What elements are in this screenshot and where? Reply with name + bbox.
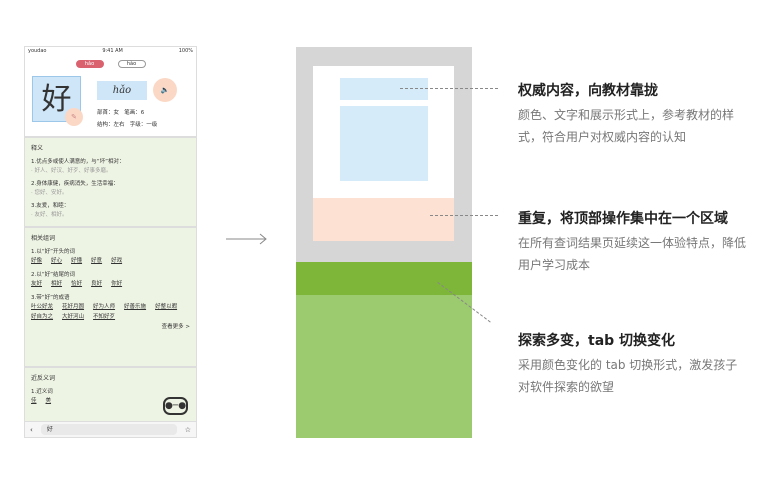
definition-item: 2.身体康健，疾病消失，生活幸福： <box>31 181 119 187</box>
wireframe-tab-content <box>296 295 472 438</box>
callout-line <box>430 215 498 216</box>
group-label: 2.以“好”结尾的词 <box>31 272 75 278</box>
back-icon[interactable]: ‹ <box>30 425 33 434</box>
switch-toggle-icon[interactable]: ●─● <box>163 397 188 415</box>
word-link[interactable]: 好意 <box>91 258 103 264</box>
word-link[interactable]: 友好 <box>31 281 43 287</box>
note-title: 重复，将顶部操作集中在一个区域 <box>518 211 728 227</box>
status-bar: youdao 9:41 AM 100% <box>25 47 196 56</box>
star-icon[interactable]: ☆ <box>184 425 191 434</box>
level: 字级：一级 <box>129 122 158 128</box>
wireframe-pinyin-block <box>340 78 428 100</box>
carrier: youdao <box>28 48 47 54</box>
strokes: 笔画：6 <box>124 110 145 116</box>
note-desc: 颜色、文字和展示形式上，参考教材的样式，符合用户对权威内容的认知 <box>518 108 735 144</box>
note-title: 探索多变，tab 切换变化 <box>518 333 676 349</box>
word-link[interactable]: 佳 <box>31 398 37 404</box>
definition-example: · 好人、好汉、好歹、好事多磨。 <box>31 168 112 174</box>
pinyin-tab-hao3[interactable]: hǎo <box>75 60 104 68</box>
note-desc: 在所有查词结果页延续这一体验特点，降低用户学习成本 <box>518 236 747 272</box>
word-link[interactable]: 相好 <box>51 281 63 287</box>
see-more-link[interactable]: 查看更多 > <box>161 324 190 330</box>
note-title: 权威内容，向教材靠拢 <box>518 83 658 99</box>
idiom-link[interactable]: 好为人师 <box>93 304 116 310</box>
word-link[interactable]: 好心 <box>51 258 63 264</box>
synonyms-section: 近反义词 1.近义词 佳 美 <box>25 366 196 426</box>
search-input[interactable]: 好 <box>40 424 177 435</box>
arrow-icon <box>226 233 267 245</box>
radical: 部首：女 <box>97 110 120 116</box>
idiom-link[interactable]: 不知好歹 <box>93 314 116 320</box>
definition-item: 1.优点多或使人满意的，与“坏”相对： <box>31 159 125 165</box>
word-link[interactable]: 美 <box>45 398 52 404</box>
definition-item: 3.友爱，和睦： <box>31 203 70 209</box>
idiom-link[interactable]: 叶公好龙 <box>31 304 54 310</box>
word-link[interactable]: 恰好 <box>71 281 83 287</box>
group-label: 1.以“好”开头的词 <box>31 249 75 255</box>
definition-example: · 您好、安好。 <box>31 190 68 196</box>
structure: 结构：左右 <box>97 122 125 128</box>
callout-line <box>400 88 498 89</box>
handwriting-pen-icon[interactable]: ✎ <box>65 108 83 126</box>
pinyin-tab-hao4[interactable]: hào <box>117 60 146 68</box>
idiom-link[interactable]: 好善乐施 <box>124 304 147 310</box>
note-desc: 采用颜色变化的 tab 切换形式，激发孩子对软件探索的欲望 <box>518 358 738 394</box>
word-link[interactable]: 好像 <box>31 258 43 264</box>
word-link[interactable]: 你好 <box>111 281 123 287</box>
words-section: 相关组词 1.以“好”开头的词 好像 好心 好懂 好意 好戏 2.以“好”结尾的词 友好… <box>25 226 196 366</box>
word-link[interactable]: 好懂 <box>71 258 83 264</box>
time: 9:41 AM <box>102 48 123 54</box>
wireframe-content-block <box>340 106 428 181</box>
idiom-link[interactable]: 大好河山 <box>62 314 85 320</box>
bottom-bar: ‹ 好 ☆ <box>25 421 196 437</box>
phone-mockup: youdao 9:41 AM 100% hǎo hào 好 ✎ hǎo 🔈 部首… <box>24 46 197 438</box>
idiom-link[interactable]: 花好月圆 <box>62 304 85 310</box>
battery: 100% <box>178 48 193 54</box>
word-link[interactable]: 良好 <box>91 281 103 287</box>
character-box: 好 <box>32 76 81 122</box>
definition-example: · 友好、相好。 <box>31 212 68 218</box>
group-label: 1.近义词 <box>31 389 53 395</box>
pinyin: hǎo <box>97 81 147 100</box>
wireframe-action-area <box>313 198 454 241</box>
idiom-link[interactable]: 好自为之 <box>31 314 54 320</box>
idiom-link[interactable]: 好整以暇 <box>155 304 178 310</box>
section-title: 释义 <box>31 145 44 152</box>
group-label: 3.带“好”的成语 <box>31 295 70 301</box>
speaker-icon[interactable]: 🔈 <box>153 78 177 102</box>
wireframe-tab-bar <box>296 262 472 295</box>
word-link[interactable]: 好戏 <box>111 258 123 264</box>
definition-section: 释义 1.优点多或使人满意的，与“坏”相对： · 好人、好汉、好歹、好事多磨。 … <box>25 136 196 226</box>
section-title: 近反义词 <box>31 375 56 382</box>
section-title: 相关组词 <box>31 235 56 242</box>
